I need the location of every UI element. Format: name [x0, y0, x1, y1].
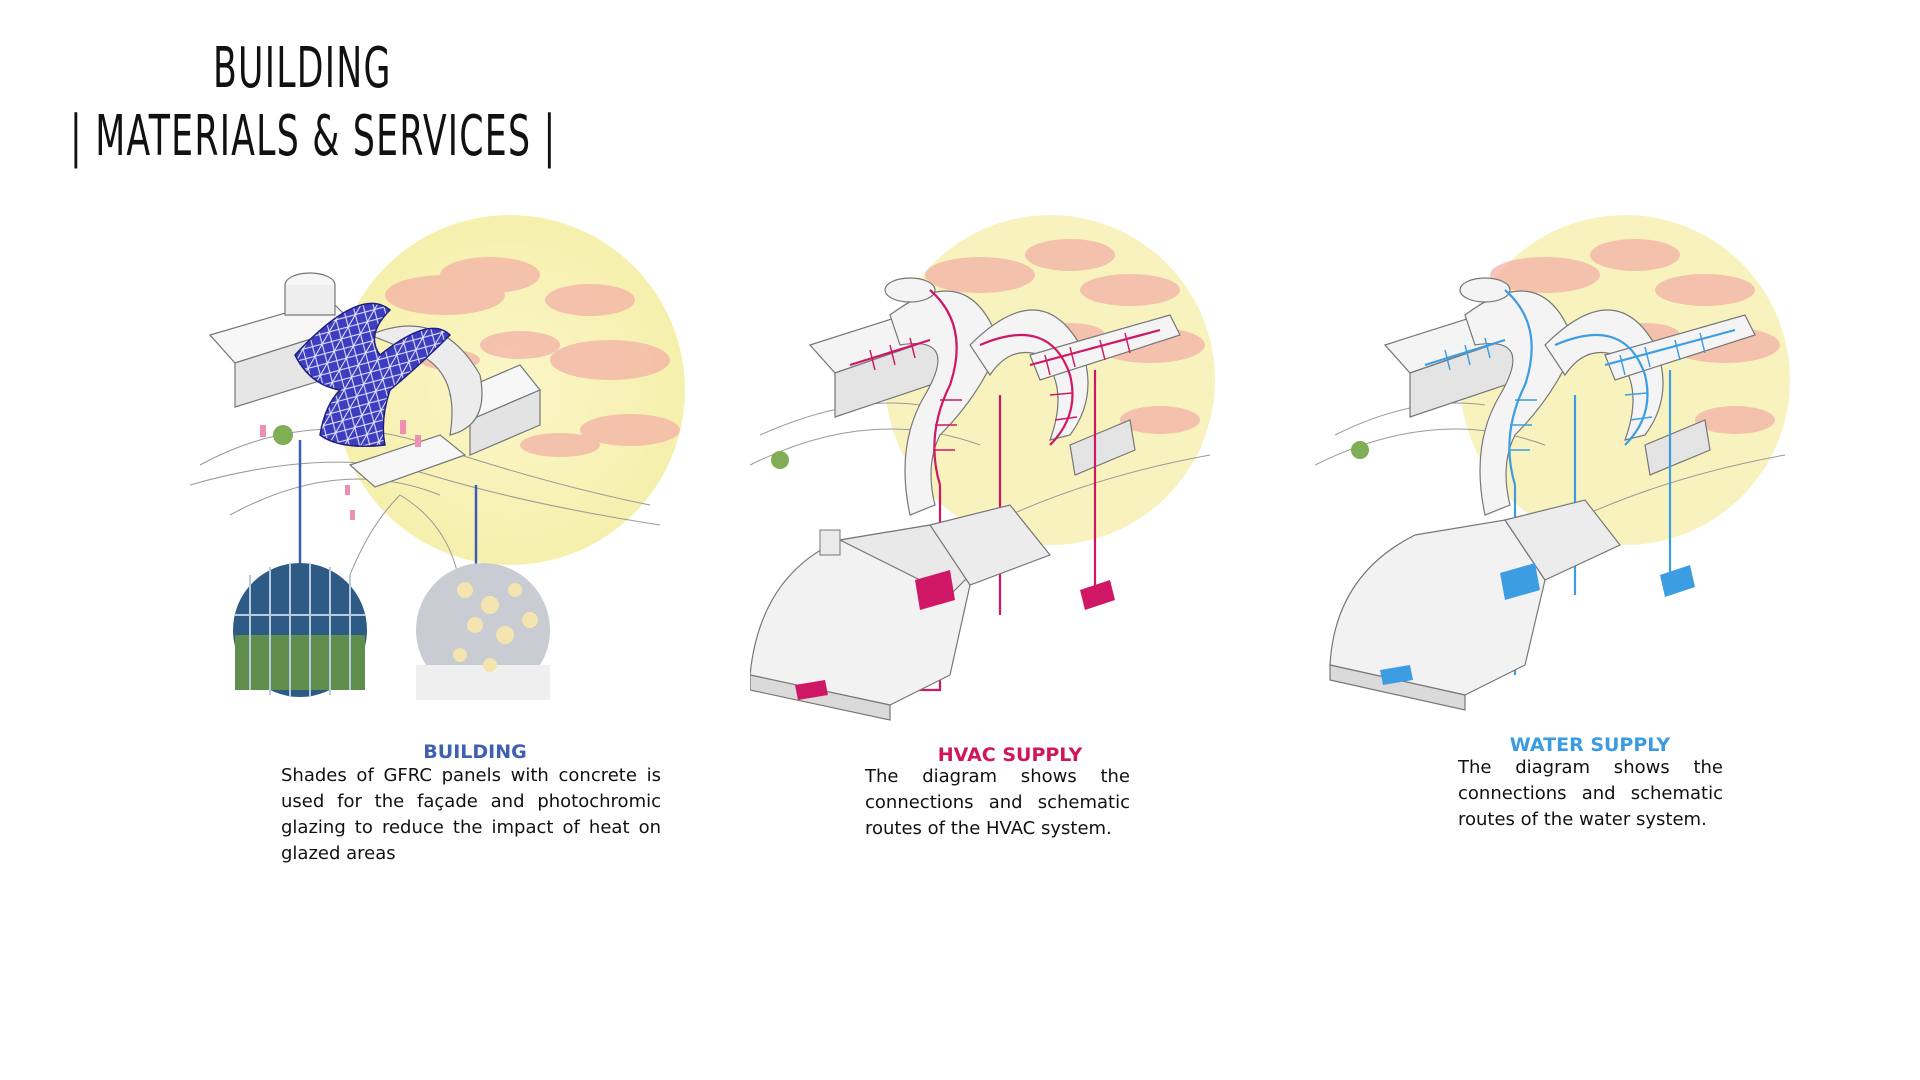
hvac-caption-heading: HVAC SUPPLY [937, 744, 1083, 766]
page-title-line1: BUILDING [213, 36, 392, 101]
hvac-diagram-panel [750, 195, 1220, 895]
page-title-line2: | MATERIALS & SERVICES | [70, 104, 557, 169]
tree [273, 425, 293, 445]
hvac-caption-body: The diagram shows the connections and sc… [865, 766, 1130, 839]
water-supply-diagram [1315, 215, 1790, 711]
gfrc-panel-photo [416, 563, 550, 700]
basement-plan [750, 504, 1051, 721]
building-massing [808, 277, 1181, 516]
water-diagram-panel [1315, 195, 1790, 895]
tree [1351, 441, 1369, 459]
water-caption-body: The diagram shows the connections and sc… [1458, 757, 1723, 830]
building-materials-diagram [190, 215, 685, 700]
building-caption-heading: BUILDING [423, 741, 527, 763]
hvac-branch-ticks [869, 332, 1131, 451]
hvac-outlet-room [795, 680, 828, 700]
facade-mesh [294, 302, 452, 447]
water-outlet-room [1380, 665, 1413, 685]
water-riser-room [1660, 565, 1695, 597]
glazing-photo [233, 563, 367, 697]
people-figures [260, 420, 421, 520]
water-caption-heading: WATER SUPPLY [1509, 734, 1671, 756]
basement-plan [1329, 499, 1621, 711]
building-diagram-panel [190, 195, 685, 895]
hvac-plant-room [915, 570, 955, 610]
building-massing [1383, 277, 1756, 516]
building-caption-body: Shades of GFRC panels with concrete is u… [281, 765, 661, 864]
water-branch-ticks [1444, 332, 1706, 451]
mechanical-unit [819, 529, 841, 556]
hvac-riser-room [1080, 580, 1115, 610]
hvac-supply-diagram [750, 215, 1215, 721]
tree [771, 451, 789, 469]
water-plant-room [1500, 563, 1540, 600]
